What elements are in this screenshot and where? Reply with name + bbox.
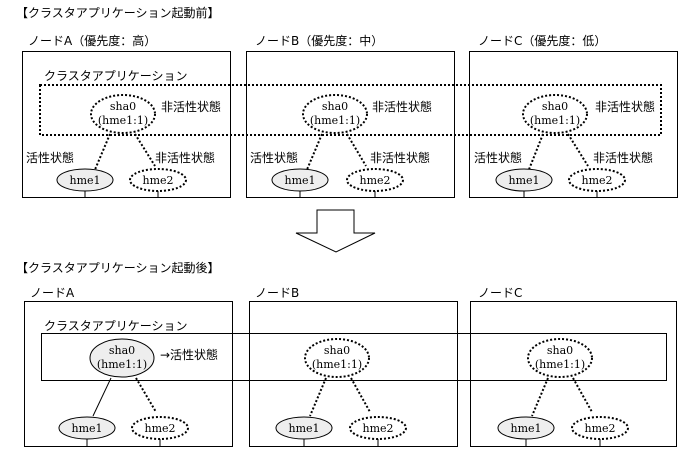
link-sha-hme1-active — [92, 377, 112, 417]
link-sha-hme1 — [527, 133, 544, 173]
link-sha-hme2 — [346, 133, 367, 167]
before-node-b-label: ノードB（優先度：中） — [255, 33, 383, 48]
sha-sub-label: (hme1:1) — [310, 114, 360, 127]
after-cluster-app-label: クラスタアプリケーション — [44, 319, 188, 333]
hme2-label: hme2 — [584, 422, 615, 435]
hme2-label: hme2 — [144, 422, 175, 435]
after-node-b-box — [249, 301, 458, 447]
sha-state: 非活性状態 — [372, 99, 432, 114]
after-node-b: sha0 (hme1:1) hme1 hme2 — [275, 338, 407, 447]
after-title: 【クラスタアプリケーション起動後】 — [16, 261, 220, 275]
sha0-inactive — [302, 94, 368, 134]
link-sha-hme1 — [531, 377, 549, 417]
sha0-inactive — [304, 338, 370, 378]
after-node-c-box — [470, 301, 677, 447]
after-node-a: sha0 (hme1:1) →活性状態 hme1 hme2 — [58, 338, 218, 447]
hme1-state: 活性状態 — [26, 150, 74, 165]
hme1-label: hme1 — [288, 422, 319, 435]
before-node-a-label: ノードA（優先度：高） — [28, 33, 156, 48]
after-node-a-box — [24, 301, 233, 447]
link-sha-hme1 — [305, 133, 323, 173]
before-node-a: sha0 (hme1:1) 非活性状態 活性状態 非活性状態 hme1 hme2 — [26, 94, 221, 198]
hme1-label: hme1 — [284, 174, 315, 187]
sha-sub-label: (hme1:1) — [98, 114, 148, 127]
before-node-c-box — [469, 51, 678, 198]
hme2-state: 非活性状態 — [370, 150, 430, 165]
sha0-inactive — [522, 94, 588, 134]
sha-sub-label: (hme1:1) — [535, 358, 585, 371]
before-node-c: sha0 (hme1:1) 非活性状態 活性状態 非活性状態 hme1 hme2 — [474, 94, 655, 198]
sha-label: sha0 — [542, 100, 568, 113]
before-cluster-app-area — [39, 84, 662, 136]
hme2-label: hme2 — [581, 174, 612, 187]
link-sha-hme2 — [567, 133, 589, 167]
hme2-label: hme2 — [142, 174, 173, 187]
sha-sub-label: (hme1:1) — [312, 358, 362, 371]
before-title: 【クラスタアプリケーション起動前】 — [16, 5, 220, 20]
hme1-label: hme1 — [510, 422, 541, 435]
sha0-active — [89, 338, 155, 378]
before-node-c-label: ノードC（優先度：低） — [478, 33, 606, 48]
sha-label: sha0 — [322, 100, 348, 113]
before-node-a-box — [22, 51, 231, 198]
after-node-c: sha0 (hme1:1) hme1 hme2 — [497, 338, 629, 447]
hme2-label: hme2 — [359, 174, 390, 187]
after-cluster-app-area — [41, 333, 667, 381]
hme2-state: 非活性状態 — [593, 150, 653, 165]
link-sha-hme2 — [350, 377, 371, 413]
before-node-b: sha0 (hme1:1) 非活性状態 活性状態 非活性状態 hme1 hme2 — [250, 94, 432, 198]
hme1-label: hme1 — [69, 174, 100, 187]
link-sha-hme1 — [93, 133, 111, 173]
link-sha-hme2 — [134, 133, 156, 167]
hme2-state: 非活性状態 — [155, 150, 215, 165]
sha-sub-label: (hme1:1) — [97, 358, 147, 371]
hme1-label: hme1 — [71, 422, 102, 435]
link-sha-hme2 — [135, 377, 157, 413]
sha0-inactive — [527, 338, 593, 378]
sha-state: 非活性状態 — [161, 99, 221, 114]
link-sha-hme1 — [309, 377, 327, 417]
after-node-a-label: ノードA — [30, 286, 75, 300]
sha-label: sha0 — [110, 100, 136, 113]
after-node-c-label: ノードC — [478, 286, 522, 300]
sha-sub-label: (hme1:1) — [530, 114, 580, 127]
after-node-b-label: ノードB — [255, 286, 299, 300]
hme2-label: hme2 — [362, 422, 393, 435]
hme1-state: 活性状態 — [250, 150, 298, 165]
hme1-state: 活性状態 — [474, 150, 522, 165]
sha-label: sha0 — [324, 344, 350, 357]
before-cluster-app-label: クラスタアプリケーション — [44, 69, 188, 83]
sha-state: 非活性状態 — [595, 99, 655, 114]
sha-label: sha0 — [109, 344, 135, 357]
link-sha-hme2 — [572, 377, 593, 413]
down-arrow-icon — [295, 209, 376, 253]
sha-state: →活性状態 — [160, 347, 218, 362]
sha0-inactive — [90, 94, 156, 134]
sha-label: sha0 — [547, 344, 573, 357]
hme1-label: hme1 — [508, 174, 539, 187]
before-node-b-box — [246, 51, 455, 198]
